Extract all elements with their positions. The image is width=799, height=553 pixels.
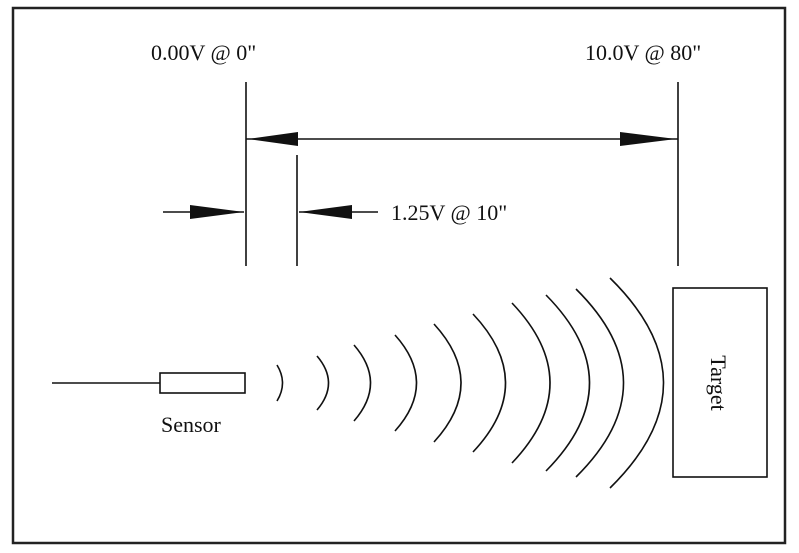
wave-5 <box>433 323 462 443</box>
ultrasonic-waves <box>276 277 665 489</box>
full-range-left-arrowhead <box>248 132 298 146</box>
step-left-arrowhead <box>190 205 244 219</box>
step-dimension <box>163 205 378 219</box>
full-scale-label: 10.0V @ 80" <box>585 40 701 65</box>
wave-2 <box>316 355 330 411</box>
step-right-arrowhead <box>299 205 352 219</box>
wave-1 <box>276 364 284 402</box>
wave-10 <box>609 277 665 489</box>
wave-6 <box>472 313 507 453</box>
zero-point-label: 0.00V @ 0" <box>151 40 256 65</box>
full-range-right-arrowhead <box>620 132 676 146</box>
diagram-frame <box>11 6 787 545</box>
sensor-body <box>159 372 246 394</box>
wave-7 <box>511 302 551 464</box>
target-label: Target <box>706 355 731 410</box>
wave-4 <box>394 334 418 432</box>
full-range-dimension <box>246 132 678 146</box>
wave-8 <box>545 294 591 472</box>
wave-9 <box>575 288 625 478</box>
sensor-label: Sensor <box>161 412 222 437</box>
wave-3 <box>353 344 372 422</box>
target-box <box>672 287 768 478</box>
step-point-label: 1.25V @ 10" <box>391 200 507 225</box>
